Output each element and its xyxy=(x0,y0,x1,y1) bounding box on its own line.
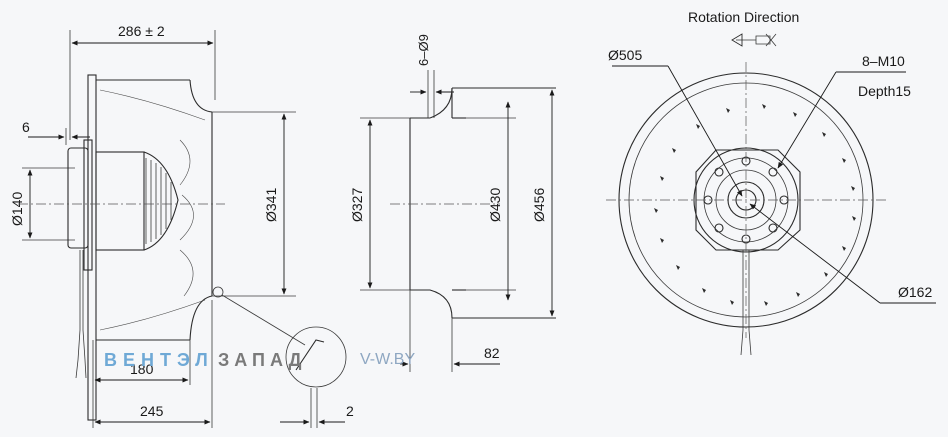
dim-motor-diameter: Ø140 xyxy=(9,192,25,226)
side-view: 286 ± 2 6 Ø140 xyxy=(9,23,354,428)
watermark-logo: ВЕНТЭЛ ЗАПАД V-W.BY xyxy=(104,350,415,370)
watermark-part-a: ВЕНТЭЛ xyxy=(104,350,214,370)
rotation-direction-label: Rotation Direction xyxy=(688,9,799,25)
front-view: Rotation Direction xyxy=(606,9,936,356)
dim-wheel-diameter: Ø341 xyxy=(263,188,279,222)
bolt-depth: Depth15 xyxy=(858,83,911,99)
dim-base-245: 245 xyxy=(140,403,164,419)
wheel-blades-side xyxy=(99,89,206,331)
dim-overall-length: 286 ± 2 xyxy=(118,23,165,39)
blade-tips xyxy=(654,104,856,306)
watermark-part-b: ЗАПАД xyxy=(218,350,306,370)
dim-flange-thickness: 6 xyxy=(22,119,30,135)
watermark-part-c: V-W.BY xyxy=(360,351,415,368)
dim-bolt-circle: Ø162 xyxy=(898,284,932,300)
dim-detail-2: 2 xyxy=(346,403,354,419)
dim-gap: 6–Ø9 xyxy=(416,34,431,66)
bolt-spec: 8–M10 xyxy=(862,53,905,69)
dim-width: 82 xyxy=(484,345,500,361)
dim-base-180: 180 xyxy=(130,361,154,377)
section-view: 6–Ø9 Ø327 Ø430 Ø456 82 xyxy=(349,34,556,372)
motor-fins xyxy=(145,158,172,244)
rotation-arrow-icon xyxy=(731,33,777,47)
dim-inner-diameter: Ø430 xyxy=(487,188,503,222)
dim-inlet-diameter: Ø327 xyxy=(349,188,365,222)
detail-circle xyxy=(285,326,347,388)
dim-outer-diameter: Ø456 xyxy=(531,188,547,222)
dim-outer-circle: Ø505 xyxy=(608,47,642,63)
